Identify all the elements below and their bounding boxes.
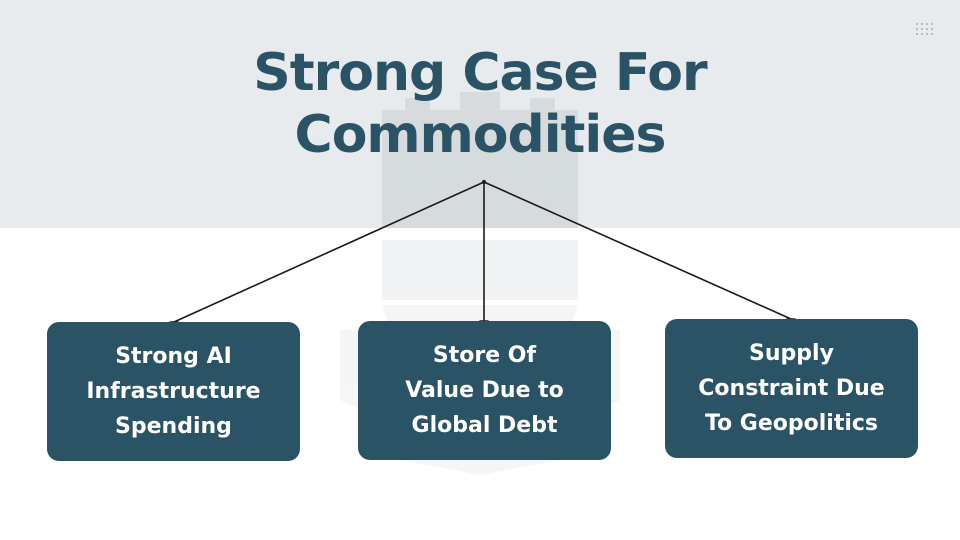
title-line-2: Commodities xyxy=(294,105,667,165)
box-ai-infrastructure-label: Strong AI Infrastructure Spending xyxy=(86,344,261,439)
page-title: Strong Case For Commodities xyxy=(180,42,780,166)
connector-line-right xyxy=(483,181,792,320)
box-store-of-value: Store Of Value Due to Global Debt xyxy=(358,321,611,460)
box-supply-constraint-label: Supply Constraint Due To Geopolitics xyxy=(698,341,885,436)
title-line-1: Strong Case For xyxy=(253,43,707,103)
box-ai-infrastructure: Strong AI Infrastructure Spending xyxy=(47,322,300,461)
box-store-of-value-label: Store Of Value Due to Global Debt xyxy=(405,343,564,438)
connector-origin xyxy=(482,180,486,184)
dot-grid-icon xyxy=(916,23,933,35)
box-supply-constraint: Supply Constraint Due To Geopolitics xyxy=(665,319,918,458)
connector-line-left xyxy=(173,181,485,323)
